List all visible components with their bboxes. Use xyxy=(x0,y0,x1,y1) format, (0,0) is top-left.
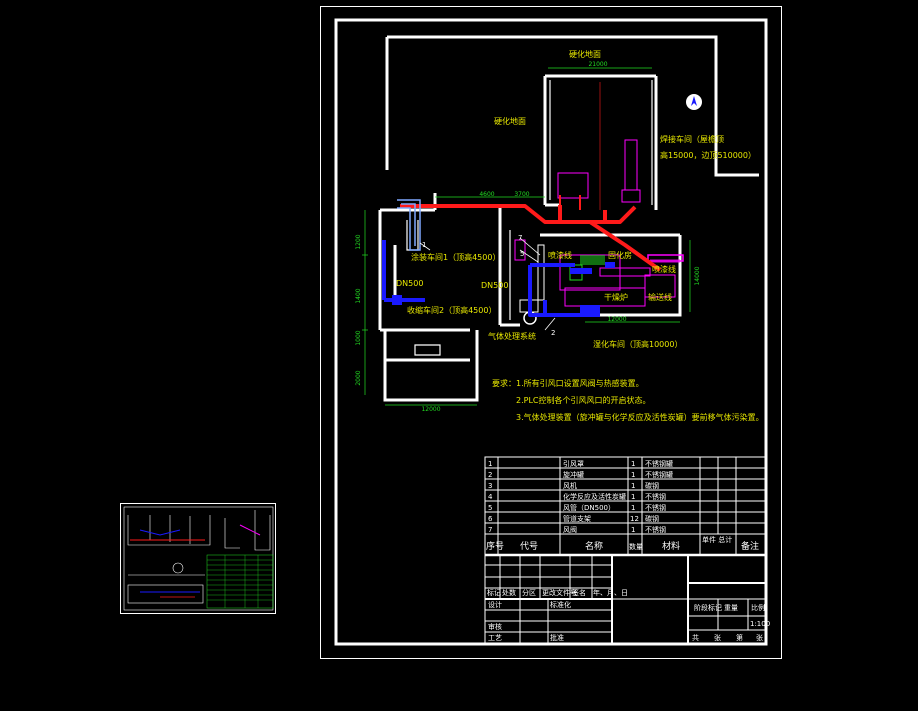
svg-text:4: 4 xyxy=(488,493,493,501)
svg-text:比例: 比例 xyxy=(751,603,765,612)
label-hardened-workshop: 湿化车间（顶高10000） xyxy=(593,339,682,349)
svg-text:不锈钢: 不锈钢 xyxy=(645,525,666,534)
svg-text:12: 12 xyxy=(630,515,639,523)
svg-text:2: 2 xyxy=(488,471,492,479)
sheet-inner-frame xyxy=(334,18,768,646)
dim-4600: 4600 xyxy=(479,191,494,198)
svg-text:风管（DN500）: 风管（DN500） xyxy=(563,503,615,512)
svg-text:旋冲罐: 旋冲罐 xyxy=(563,470,584,479)
dim-1400: 1400 xyxy=(355,288,362,303)
label-welding-l1: 焊接车间（屋檐顶 xyxy=(660,134,724,144)
svg-text:7: 7 xyxy=(488,526,492,534)
dim-1200: 1200 xyxy=(355,234,362,249)
svg-text:重量: 重量 xyxy=(724,604,738,612)
callout-5: 5 xyxy=(520,250,524,258)
header-name: 名称 xyxy=(585,540,603,552)
sheet-outer-frame xyxy=(320,6,782,659)
svg-text:碳钢: 碳钢 xyxy=(645,481,659,490)
dim-12000b: 12000 xyxy=(607,316,626,323)
header-qty: 数量 xyxy=(629,542,643,551)
dim-1000: 1000 xyxy=(355,330,362,345)
svg-text:签名: 签名 xyxy=(572,588,586,597)
svg-text:张: 张 xyxy=(756,633,763,642)
svg-text:不锈钢: 不锈钢 xyxy=(645,492,666,501)
svg-text:阶段标记: 阶段标记 xyxy=(694,603,722,612)
svg-text:不锈钢罐: 不锈钢罐 xyxy=(645,459,673,468)
svg-text:管道支架: 管道支架 xyxy=(563,514,591,523)
svg-text:不锈钢罐: 不锈钢罐 xyxy=(645,470,673,479)
header-seq: 序号 xyxy=(486,540,504,552)
label-spray-line: 喷漆线 xyxy=(548,250,572,260)
svg-text:1: 1 xyxy=(631,504,635,512)
note-1: 要求：1.所有引风口设置风阀与热感装置。 xyxy=(492,378,644,388)
dimension-lines xyxy=(362,67,691,406)
svg-text:处数: 处数 xyxy=(502,588,516,597)
label-dry-room: 干燥炉 xyxy=(604,292,628,302)
callout-2: 2 xyxy=(551,329,555,337)
dim-14000: 14000 xyxy=(694,266,701,285)
dim-3700: 3700 xyxy=(514,191,529,198)
label-gas-system: 气体处理系统 xyxy=(488,331,536,341)
svg-text:更改文件号: 更改文件号 xyxy=(542,588,577,597)
blue-duct xyxy=(382,240,600,317)
svg-text:碳钢: 碳钢 xyxy=(645,514,659,523)
svg-text:风阀: 风阀 xyxy=(563,525,577,534)
svg-text:化学反应及活性炭罐: 化学反应及活性炭罐 xyxy=(563,492,626,501)
label-dn500: DN500 xyxy=(396,279,423,288)
title-block: 标记 处数 分区 更改文件号 签名 年、月、日 设计 标准化 审核 工艺 批准 … xyxy=(484,554,770,644)
svg-text:审核: 审核 xyxy=(488,622,502,631)
svg-text:张: 张 xyxy=(714,633,721,642)
equipment xyxy=(514,82,684,325)
header-remark: 备注 xyxy=(741,540,759,552)
building-walls xyxy=(378,35,759,402)
header-weight: 单件 总计 xyxy=(702,535,732,544)
svg-text:6: 6 xyxy=(488,515,493,523)
svg-text:共: 共 xyxy=(692,633,699,642)
svg-text:标记: 标记 xyxy=(487,588,501,597)
svg-text:3: 3 xyxy=(488,482,492,490)
note-2: 2.PLC控制各个引风风口的开启状态。 xyxy=(516,395,651,405)
svg-text:引风罩: 引风罩 xyxy=(563,459,584,468)
thumbnail-preview[interactable] xyxy=(120,503,276,614)
dim-top: 21000 xyxy=(588,61,607,68)
callout-7: 7 xyxy=(518,234,522,242)
label-welding-l2: 高15000，边顶510000） xyxy=(660,150,756,160)
svg-text:1: 1 xyxy=(631,460,635,468)
label-cure-room: 固化房 xyxy=(608,250,632,260)
dim-12000: 12000 xyxy=(421,406,440,413)
svg-text:1: 1 xyxy=(631,471,635,479)
label-dn500b: DN500 xyxy=(481,281,508,290)
header-material: 材料 xyxy=(662,540,680,552)
svg-text:5: 5 xyxy=(488,504,492,512)
svg-text:1: 1 xyxy=(631,482,635,490)
callout-1: 1 xyxy=(422,241,426,249)
svg-text:年、月、日: 年、月、日 xyxy=(593,588,628,597)
svg-text:工艺: 工艺 xyxy=(488,634,502,642)
label-paint-workshop-1: 涂装车间1（顶高4500） xyxy=(411,252,500,262)
svg-text:1: 1 xyxy=(631,493,635,501)
svg-text:第: 第 xyxy=(736,633,743,642)
svg-text:1:100: 1:100 xyxy=(750,620,770,628)
label-spray-right: 喷漆线 xyxy=(652,264,676,274)
red-duct-accent xyxy=(559,195,581,210)
red-duct xyxy=(400,204,662,272)
parts-table: 1 引风罩 1 不锈钢罐 2 旋冲罐 1 不锈钢罐 3 风机 1 碳钢 4 化学… xyxy=(484,456,766,557)
svg-text:1: 1 xyxy=(488,460,492,468)
svg-text:风机: 风机 xyxy=(563,481,577,490)
svg-text:标准化: 标准化 xyxy=(550,600,571,609)
label-conveyor: 输送线 xyxy=(648,292,672,302)
svg-text:1: 1 xyxy=(631,526,635,534)
svg-text:不锈钢: 不锈钢 xyxy=(645,503,666,512)
label-hardened-ground-top: 硬化地面 xyxy=(569,49,601,59)
label-paint-workshop-2: 收缩车间2（顶高4500） xyxy=(407,305,496,315)
svg-text:设计: 设计 xyxy=(488,600,502,609)
note-3: 3.气体处理装置（旋冲罐与化学反应及活性炭罐）要前移气体污染置。 xyxy=(516,412,764,422)
dim-2000: 2000 xyxy=(355,370,362,385)
svg-text:批准: 批准 xyxy=(550,633,564,642)
svg-text:分区: 分区 xyxy=(522,588,536,597)
header-code: 代号 xyxy=(520,541,538,552)
label-hardened-ground-left: 硬化地面 xyxy=(494,116,526,126)
